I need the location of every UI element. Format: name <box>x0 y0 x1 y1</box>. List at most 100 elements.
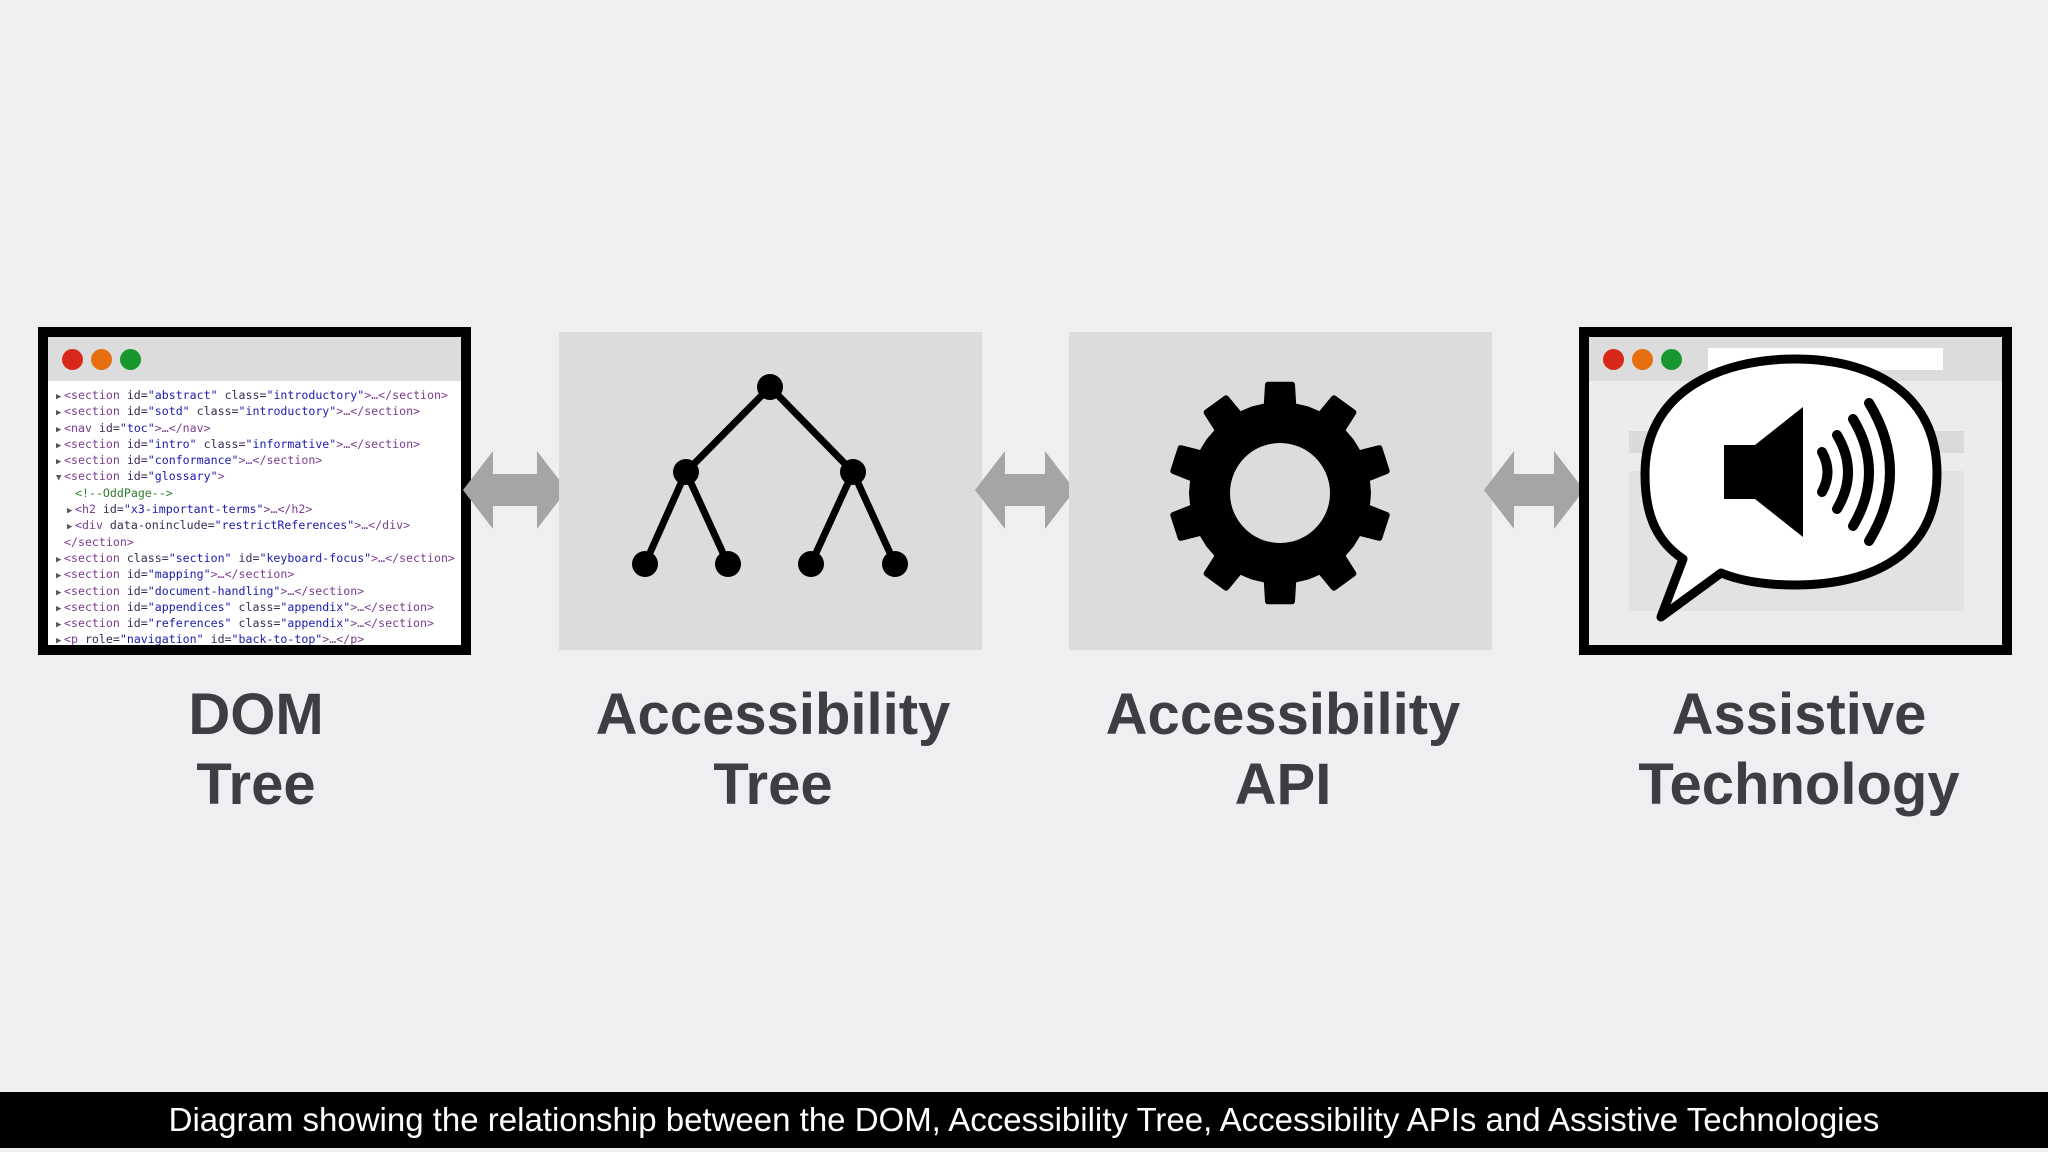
code-token: "appendix" <box>280 616 351 631</box>
code-token: id= <box>126 388 148 402</box>
code-line: ▶<section id="intro" class="informative"… <box>56 436 461 452</box>
code-token: >…</section> <box>364 388 448 402</box>
code-line: ▼<section id="glossary"> <box>56 468 461 484</box>
code-token: >…</h2> <box>263 502 313 517</box>
code-line: ▶<nav id="toc">…</nav> <box>56 420 461 436</box>
code-token: <nav <box>64 420 99 435</box>
label-line: Tree <box>196 752 316 817</box>
code-token: >…</div> <box>354 518 411 533</box>
minimize-dot-icon <box>1632 349 1653 370</box>
bidirectional-arrow-icon <box>1484 451 1584 529</box>
code-token: "intro" <box>147 436 197 451</box>
label-line: Accessibility <box>1105 682 1461 747</box>
code-token: "document-handling" <box>147 583 281 598</box>
assistive-technology-label: Assistive Technology <box>1549 680 2048 820</box>
maximize-dot-icon <box>120 349 141 370</box>
code-token: "restrictReferences" <box>214 518 355 533</box>
disclosure-closed-icon: ▶ <box>67 522 73 533</box>
code-token: <section <box>64 599 127 614</box>
code-token: "introductory" <box>266 388 365 402</box>
code-line: ▶<section id="mapping">…</section> <box>56 566 461 582</box>
accessibility-api-box <box>1069 332 1492 650</box>
close-dot-icon <box>1603 349 1624 370</box>
code-token: "references" <box>147 616 232 631</box>
code-token: <section <box>64 567 127 582</box>
code-token: <section <box>64 583 127 598</box>
label-line: DOM <box>188 682 324 747</box>
code-token: "informative" <box>245 436 337 451</box>
code-line: ▶<section id="sotd" class="introductory"… <box>56 403 461 419</box>
disclosure-closed-icon: ▶ <box>56 424 62 435</box>
dom-tree-label: DOM Tree <box>6 680 506 820</box>
disclosure-closed-icon: ▶ <box>56 587 62 598</box>
disclosure-closed-icon: ▶ <box>56 392 62 402</box>
code-token: >…</section> <box>350 599 434 614</box>
code-token: <h2 <box>75 502 103 517</box>
code-token: id= <box>126 599 148 614</box>
minimize-dot-icon <box>91 349 112 370</box>
code-token: "appendix" <box>280 599 351 614</box>
code-token: id= <box>126 436 148 451</box>
code-line: ▶<p role="navigation" id="back-to-top">…… <box>56 631 461 645</box>
code-token: id= <box>126 453 148 468</box>
code-token: "glossary" <box>147 469 218 484</box>
disclosure-closed-icon: ▶ <box>56 440 62 451</box>
code-token: "toc" <box>119 420 155 435</box>
code-token: >…</section> <box>350 616 434 631</box>
window-titlebar <box>48 337 461 381</box>
code-token: id= <box>126 583 148 598</box>
disclosure-closed-icon: ▶ <box>56 636 62 645</box>
disclosure-closed-icon: ▶ <box>56 620 62 631</box>
code-token: >…</section> <box>238 453 323 468</box>
dom-source-code: ▶<section id="abstract" class="introduct… <box>48 381 461 645</box>
code-line: ▶<section id="abstract" class="introduct… <box>56 387 461 403</box>
code-line: ▶<section id="references" class="appendi… <box>56 615 461 631</box>
code-token: <!--OddPage--> <box>75 485 173 500</box>
speaker-speech-bubble-icon <box>1640 354 1942 622</box>
code-token: class= <box>126 550 169 565</box>
code-token: "back-to-top" <box>231 632 323 645</box>
code-token: >…</section> <box>371 550 455 565</box>
code-token: id= <box>102 502 124 517</box>
code-token: <section <box>64 453 127 468</box>
caption-text: Diagram showing the relationship between… <box>168 1101 1880 1138</box>
code-token: > <box>217 469 225 484</box>
code-token: "sotd" <box>147 404 190 419</box>
bidirectional-arrow-icon <box>463 451 567 529</box>
label-line: Accessibility <box>595 682 951 747</box>
accessibility-tree-label: Accessibility Tree <box>523 680 1023 820</box>
code-token: <section <box>64 436 127 451</box>
disclosure-closed-icon: ▶ <box>56 603 62 614</box>
code-token: "keyboard-focus" <box>259 550 372 565</box>
label-line: Assistive <box>1671 682 1927 747</box>
code-token: </section> <box>64 534 134 549</box>
code-token: >…</section> <box>280 583 365 598</box>
code-line: ▶<section id="appendices" class="appendi… <box>56 599 461 615</box>
code-token: >…</p> <box>322 632 365 645</box>
code-token: "abstract" <box>147 388 218 402</box>
code-token: id= <box>126 404 148 419</box>
assistive-technology-browser-window <box>1579 327 2012 655</box>
code-token: <section <box>64 404 127 419</box>
code-token: data-oninclude= <box>109 518 215 533</box>
accessibility-tree-box <box>559 332 982 650</box>
code-token: <section <box>64 616 127 631</box>
disclosure-closed-icon: ▶ <box>56 571 62 582</box>
code-token: >…</section> <box>210 567 295 582</box>
code-token: "x3-important-terms" <box>123 502 264 517</box>
tree-hierarchy-icon <box>632 374 908 577</box>
disclosure-closed-icon: ▶ <box>56 408 62 419</box>
code-token: id= <box>203 632 232 645</box>
code-token: id= <box>126 567 148 582</box>
code-token: class= <box>217 388 267 402</box>
code-line: </section> <box>56 534 461 550</box>
disclosure-closed-icon: ▶ <box>56 554 62 565</box>
code-token: class= <box>189 404 239 419</box>
code-token: "mapping" <box>147 567 211 582</box>
close-dot-icon <box>62 349 83 370</box>
disclosure-open-icon: ▼ <box>56 473 62 484</box>
code-token: >…</section> <box>336 436 421 451</box>
code-line: ▶<section class="section" id="keyboard-f… <box>56 550 461 566</box>
code-token: "navigation" <box>119 632 204 645</box>
code-token: "section" <box>168 550 232 565</box>
